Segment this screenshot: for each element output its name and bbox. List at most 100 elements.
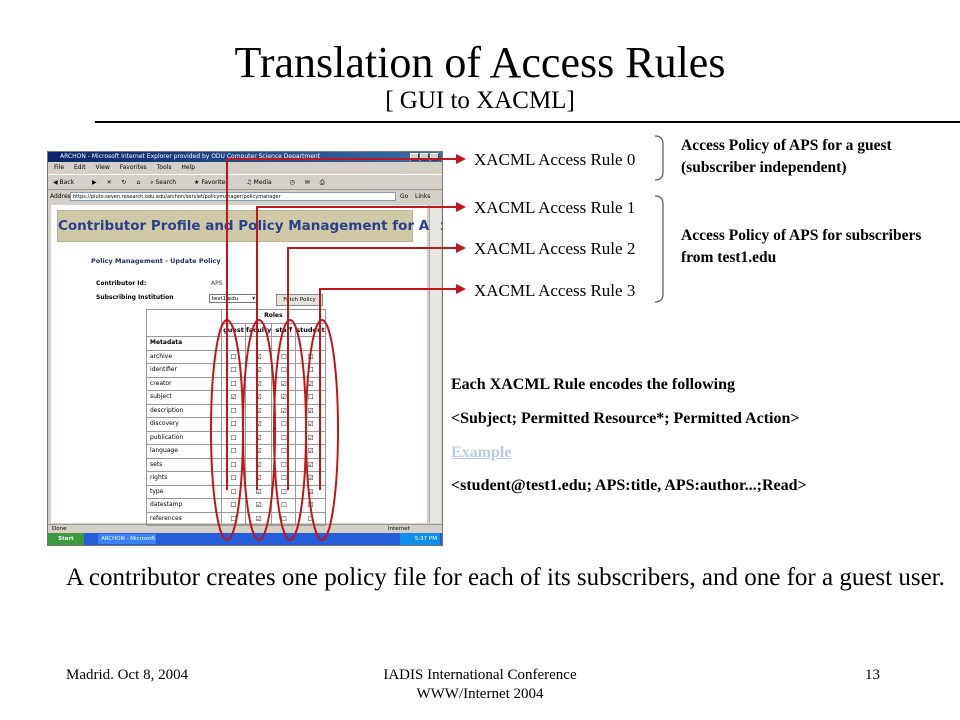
print-icon[interactable]: ⎙ (319, 179, 325, 186)
unchecked-checkbox[interactable]: ☐ (280, 460, 287, 469)
checked-checkbox[interactable]: ☑ (307, 474, 314, 483)
table-row: references☐☑☐☐ (146, 511, 326, 526)
table-row: discovery☐☑☐☑ (146, 417, 326, 432)
permission-cell: ☑ (271, 376, 297, 391)
unchecked-checkbox[interactable]: ☐ (280, 366, 287, 375)
close-icon[interactable] (430, 153, 439, 161)
unchecked-checkbox[interactable]: ☐ (307, 393, 314, 402)
checked-checkbox[interactable]: ☑ (307, 487, 314, 496)
checked-checkbox[interactable]: ☑ (255, 460, 262, 469)
address-input[interactable]: https://pluto.seven.research.odu.edu/arc… (70, 192, 396, 201)
checked-checkbox[interactable]: ☑ (280, 406, 287, 415)
menu-help[interactable]: Help (181, 164, 196, 171)
menu-bar: File Edit View Favorites Tools Help (48, 162, 442, 173)
history-icon[interactable]: ◷ (289, 179, 295, 186)
metadata-name: description (146, 403, 222, 418)
metadata-name: creator (146, 376, 222, 391)
unchecked-checkbox[interactable]: ☐ (230, 501, 237, 510)
unchecked-checkbox[interactable]: ☐ (230, 420, 237, 429)
favorites-label: Favorites (201, 179, 229, 186)
unchecked-checkbox[interactable]: ☐ (230, 514, 237, 523)
unchecked-checkbox[interactable]: ☐ (230, 352, 237, 361)
menu-tools[interactable]: Tools (156, 164, 172, 171)
checked-checkbox[interactable]: ☑ (255, 487, 262, 496)
unchecked-checkbox[interactable]: ☐ (280, 352, 287, 361)
favorites-button[interactable]: ★ Favorites (194, 179, 229, 186)
unchecked-checkbox[interactable]: ☐ (230, 474, 237, 483)
checked-checkbox[interactable]: ☑ (255, 447, 262, 456)
taskbar-item[interactable]: ARCHON - Microsoft I... (98, 534, 156, 544)
search-button[interactable]: ⌕ Search (150, 179, 177, 186)
status-zone: Internet (388, 526, 410, 532)
forward-icon[interactable]: ▶ (92, 179, 97, 186)
minimize-icon[interactable] (410, 153, 419, 161)
checked-checkbox[interactable]: ☑ (280, 379, 287, 388)
permission-cell: ☑ (244, 444, 273, 459)
footer-conference-line1: IADIS International Conference (383, 667, 577, 683)
mail-icon[interactable]: ✉ (304, 179, 310, 186)
checked-checkbox[interactable]: ☑ (230, 393, 237, 402)
vertical-scrollbar[interactable] (429, 205, 441, 523)
start-button[interactable]: Start (48, 533, 84, 545)
table-corner (146, 309, 222, 323)
checked-checkbox[interactable]: ☑ (307, 433, 314, 442)
checked-checkbox[interactable]: ☑ (255, 393, 262, 402)
unchecked-checkbox[interactable]: ☐ (280, 433, 287, 442)
page-heading: Policy Management - Update Policy (91, 257, 221, 265)
permission-cell: ☐ (271, 457, 297, 472)
unchecked-checkbox[interactable]: ☐ (230, 406, 237, 415)
checked-checkbox[interactable]: ☑ (307, 379, 314, 388)
checked-checkbox[interactable]: ☑ (307, 420, 314, 429)
unchecked-checkbox[interactable]: ☐ (307, 514, 314, 523)
unchecked-checkbox[interactable]: ☐ (280, 514, 287, 523)
example-link[interactable]: Example (451, 444, 512, 461)
checked-checkbox[interactable]: ☑ (280, 393, 287, 402)
unchecked-checkbox[interactable]: ☐ (230, 366, 237, 375)
maximize-icon[interactable] (420, 153, 429, 161)
checked-checkbox[interactable]: ☑ (307, 406, 314, 415)
checked-checkbox[interactable]: ☑ (255, 366, 262, 375)
go-button[interactable]: Go (400, 193, 409, 200)
table-row: description ☐ ☑ ☑ ☑ (146, 403, 326, 418)
permission-cell: ☑ (295, 457, 326, 472)
unchecked-checkbox[interactable]: ☐ (280, 487, 287, 496)
table-cell (244, 336, 273, 351)
checked-checkbox[interactable]: ☑ (255, 406, 262, 415)
table-header-row: Roles (146, 309, 326, 324)
checked-checkbox[interactable]: ☑ (255, 474, 262, 483)
checked-checkbox[interactable]: ☑ (255, 420, 262, 429)
checked-checkbox[interactable]: ☑ (255, 379, 262, 388)
window-titlebar: ARCHON - Microsoft Internet Explorer pro… (48, 152, 442, 162)
links-button[interactable]: Links (415, 193, 431, 200)
menu-edit[interactable]: Edit (73, 164, 86, 171)
checked-checkbox[interactable]: ☑ (255, 501, 262, 510)
callout-ellipse-faculty (242, 319, 276, 541)
unchecked-checkbox[interactable]: ☐ (230, 487, 237, 496)
checked-checkbox[interactable]: ☑ (255, 514, 262, 523)
unchecked-checkbox[interactable]: ☐ (230, 379, 237, 388)
menu-file[interactable]: File (54, 164, 65, 171)
checked-checkbox[interactable]: ☑ (307, 460, 314, 469)
home-icon[interactable]: ⌂ (136, 179, 141, 186)
callout-ellipse-staff (273, 319, 307, 541)
menu-favorites[interactable]: Favorites (119, 164, 147, 171)
unchecked-checkbox[interactable]: ☐ (230, 460, 237, 469)
unchecked-checkbox[interactable]: ☐ (280, 501, 287, 510)
callout-line-rule-3 (319, 288, 458, 490)
media-button[interactable]: ♫ Media (246, 179, 272, 186)
unchecked-checkbox[interactable]: ☐ (280, 474, 287, 483)
menu-view[interactable]: View (95, 164, 110, 171)
unchecked-checkbox[interactable]: ☐ (230, 447, 237, 456)
footer-conference-line2: WWW/Internet 2004 (416, 686, 544, 702)
refresh-icon[interactable]: ↻ (121, 179, 127, 186)
back-button[interactable]: ◀ Back (53, 179, 75, 186)
checked-checkbox[interactable]: ☑ (255, 352, 262, 361)
unchecked-checkbox[interactable]: ☐ (280, 447, 287, 456)
stop-icon[interactable]: ✕ (106, 179, 112, 186)
unchecked-checkbox[interactable]: ☐ (307, 366, 314, 375)
callout-line-rule-0 (226, 158, 458, 490)
unchecked-checkbox[interactable]: ☐ (280, 420, 287, 429)
unchecked-checkbox[interactable]: ☐ (230, 433, 237, 442)
checked-checkbox[interactable]: ☑ (255, 433, 262, 442)
checked-checkbox[interactable]: ☑ (307, 447, 314, 456)
